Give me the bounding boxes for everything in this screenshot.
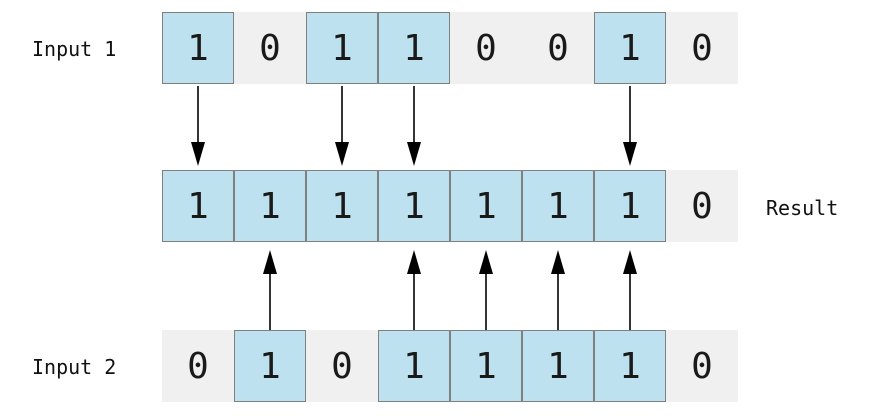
input-1-label: Input 1: [32, 37, 117, 61]
result-bit-1: 1: [234, 170, 306, 242]
arrow-input2-bit-1: [263, 250, 277, 330]
arrow-input2-bit-4: [479, 250, 493, 330]
result-bit-5: 1: [522, 170, 594, 242]
input2-bit-1: 1: [234, 330, 306, 402]
arrow-input2-bit-3: [407, 250, 421, 330]
input1-bit-7: 0: [666, 12, 738, 84]
input1-bit-0: 1: [162, 12, 234, 84]
input2-bit-2: 0: [306, 330, 378, 402]
input2-bit-3: 1: [378, 330, 450, 402]
result-bit-6: 1: [594, 170, 666, 242]
arrow-input2-bit-6: [623, 250, 637, 330]
input1-bit-1: 0: [234, 12, 306, 84]
input2-bit-5: 1: [522, 330, 594, 402]
input2-bit-0: 0: [162, 330, 234, 402]
result-bit-7: 0: [666, 170, 738, 242]
arrow-input1-bit-2: [335, 86, 349, 166]
input2-bit-6: 1: [594, 330, 666, 402]
input1-bit-4: 0: [450, 12, 522, 84]
result-bit-3: 1: [378, 170, 450, 242]
arrow-input1-bit-0: [191, 86, 205, 166]
input2-bit-7: 0: [666, 330, 738, 402]
input1-bit-2: 1: [306, 12, 378, 84]
input1-bit-6: 1: [594, 12, 666, 84]
input1-bit-5: 0: [522, 12, 594, 84]
input2-bit-4: 1: [450, 330, 522, 402]
arrow-input2-bit-5: [551, 250, 565, 330]
result-bit-4: 1: [450, 170, 522, 242]
arrow-input1-bit-6: [623, 86, 637, 166]
arrow-input1-bit-3: [407, 86, 421, 166]
result-bit-0: 1: [162, 170, 234, 242]
result-label: Result: [766, 196, 839, 220]
input-2-label: Input 2: [32, 355, 117, 379]
result-bit-2: 1: [306, 170, 378, 242]
input1-bit-3: 1: [378, 12, 450, 84]
